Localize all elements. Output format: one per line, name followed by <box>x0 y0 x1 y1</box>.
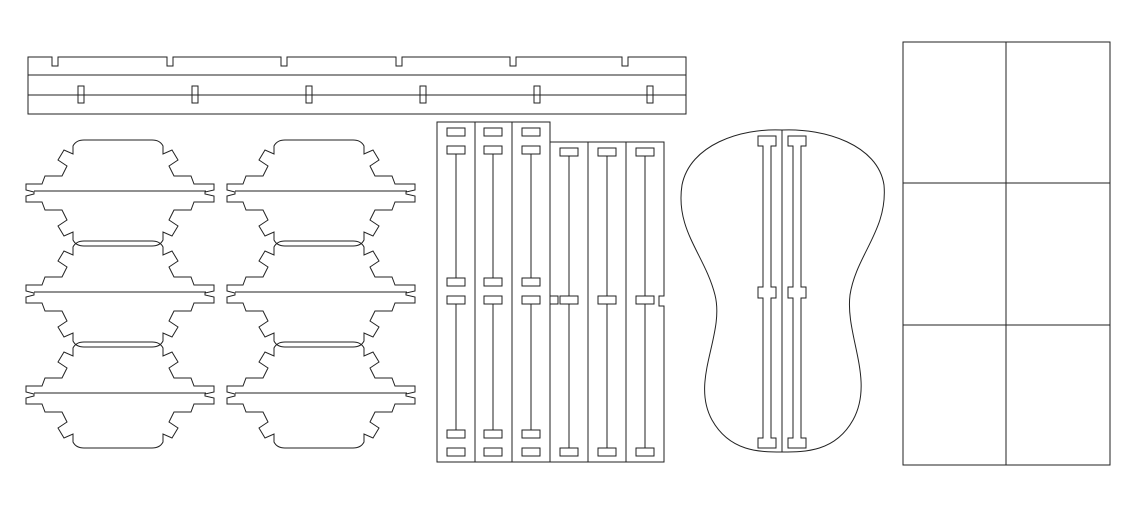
cross-piece <box>25 240 215 348</box>
peanut-inner-slot-left <box>757 135 777 449</box>
long-rail-part <box>27 56 687 115</box>
rail-slot <box>191 85 199 104</box>
slat-cuts-3 <box>521 127 559 457</box>
cross-profile-group <box>25 139 416 449</box>
peanut-panel-part <box>680 129 885 453</box>
rail-outline <box>27 56 687 115</box>
cross-piece <box>226 139 416 247</box>
slat-cuts-2 <box>483 127 503 457</box>
peanut-inner-slot-right <box>787 135 807 449</box>
slat-cuts-4 <box>559 147 579 457</box>
rail-slot <box>419 85 427 104</box>
cross-piece <box>25 341 215 449</box>
slatted-panel-part <box>436 121 665 463</box>
rail-slot <box>533 85 541 104</box>
slat-cuts-6 <box>635 147 655 457</box>
cross-piece <box>25 139 215 247</box>
grid-panel-part <box>902 41 1111 466</box>
rail-slot <box>646 85 654 104</box>
slat-cuts-1 <box>446 127 466 457</box>
rail-slot <box>305 85 313 104</box>
rail-slot <box>77 85 85 104</box>
peanut-outline <box>680 129 885 453</box>
cross-piece <box>226 240 416 348</box>
rail-slots <box>77 85 654 104</box>
cross-piece <box>226 341 416 449</box>
slat-cuts-5 <box>597 147 617 457</box>
